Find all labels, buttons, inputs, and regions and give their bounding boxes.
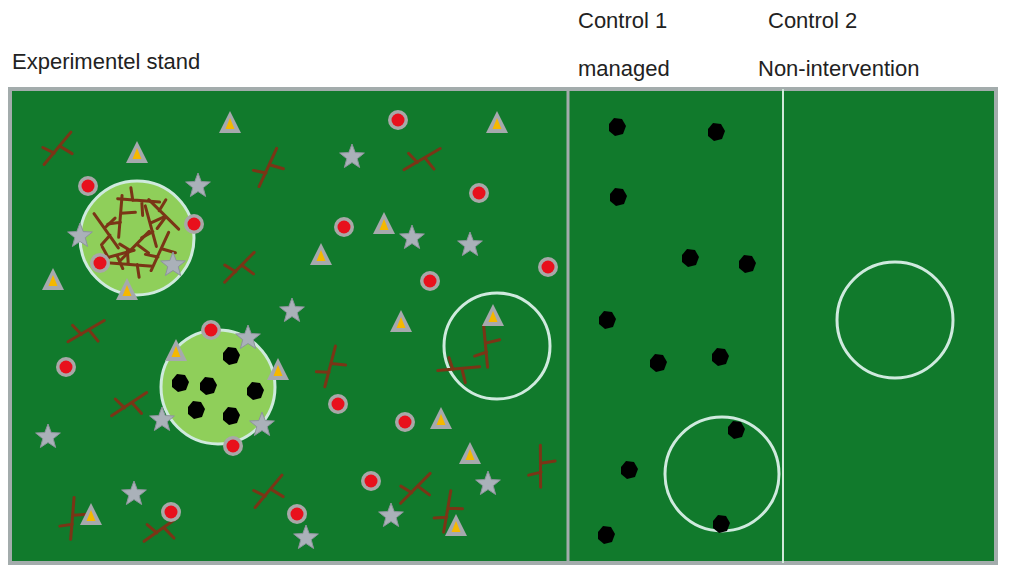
deadwood — [36, 132, 79, 166]
stump — [188, 401, 205, 419]
deadwood — [141, 517, 182, 543]
canopy-gap — [80, 181, 194, 295]
stump — [610, 188, 627, 206]
red-dot — [184, 214, 204, 234]
triangle-marker — [486, 111, 508, 133]
triangle-marker — [445, 514, 467, 536]
star-marker — [122, 481, 147, 505]
red-dot — [538, 257, 558, 277]
star-marker — [340, 144, 365, 168]
deadwood — [109, 393, 149, 418]
stump — [728, 421, 745, 439]
red-dot — [420, 271, 440, 291]
star-marker — [458, 232, 483, 256]
deadwood — [147, 193, 179, 236]
plot-divider — [567, 89, 570, 563]
red-dot — [334, 217, 354, 237]
red-dot — [78, 176, 98, 196]
triangle-marker — [126, 141, 148, 163]
red-dot — [161, 502, 181, 522]
triangle-marker — [267, 358, 289, 380]
red-dot — [388, 110, 408, 130]
red-dot — [56, 357, 76, 377]
stump — [650, 354, 667, 372]
deadwood — [394, 473, 437, 505]
stump — [172, 374, 189, 392]
triangle-marker — [373, 212, 395, 234]
deadwood — [66, 320, 106, 343]
star-marker — [150, 407, 175, 431]
red-dot — [287, 504, 307, 524]
plot-panel: Control 1 managed — [570, 0, 782, 88]
stump — [223, 407, 240, 425]
red-dot — [90, 253, 110, 273]
stump — [682, 249, 699, 267]
sample-circle — [444, 293, 550, 399]
stump — [247, 382, 264, 400]
stump — [223, 347, 240, 365]
deadwood — [110, 246, 153, 282]
triangle-marker — [116, 278, 138, 300]
plot-title: Control 1 — [578, 8, 667, 34]
deadwood — [437, 354, 480, 386]
triangle-marker — [390, 310, 412, 332]
stump — [739, 255, 756, 273]
canopy-gap — [161, 330, 275, 444]
star-marker — [280, 298, 305, 322]
deadwood — [524, 445, 558, 488]
stump — [598, 526, 615, 544]
sample-circle — [665, 417, 779, 531]
star-marker — [476, 471, 501, 495]
stump — [713, 515, 730, 533]
plot-panel: Experimentel stand — [8, 0, 568, 88]
plot-divider — [782, 89, 784, 563]
star-marker — [294, 525, 319, 549]
star-marker — [68, 223, 93, 247]
stump — [609, 118, 626, 136]
triangle-marker — [42, 268, 64, 290]
triangle-marker — [80, 503, 102, 525]
deadwood — [218, 252, 261, 284]
stump — [708, 123, 725, 141]
plot-panel: Control 2Non-intervention — [785, 0, 1007, 88]
stump — [200, 377, 217, 395]
red-dot — [361, 471, 381, 491]
star-marker — [250, 412, 275, 436]
star-marker — [236, 325, 261, 349]
star-marker — [379, 503, 404, 527]
plot-subtitle: managed — [578, 56, 670, 82]
deadwood — [311, 346, 351, 388]
triangle-marker — [482, 304, 504, 326]
triangle-marker — [219, 111, 241, 133]
plot-title: Control 2 — [768, 8, 857, 34]
red-dot — [201, 320, 221, 340]
stump — [621, 461, 638, 479]
star-marker — [400, 225, 425, 249]
star-marker — [186, 173, 211, 197]
star-marker — [161, 252, 186, 276]
red-dot — [328, 394, 348, 414]
stump — [712, 348, 729, 366]
deadwood — [471, 325, 503, 368]
deadwood — [402, 148, 442, 171]
deadwood — [247, 475, 290, 509]
red-dot — [469, 183, 489, 203]
stump — [599, 311, 616, 329]
plot-subtitle: Non-intervention — [758, 56, 919, 82]
deadwood — [117, 183, 160, 219]
triangle-marker — [430, 407, 452, 429]
triangle-marker — [165, 339, 187, 361]
red-dot — [223, 436, 243, 456]
triangle-marker — [310, 243, 332, 265]
star-marker — [36, 424, 61, 448]
sample-circle — [837, 262, 953, 378]
plot-title: Experimentel stand — [12, 49, 200, 75]
red-dot — [395, 412, 415, 432]
forest-ground — [10, 89, 996, 563]
deadwood — [94, 210, 120, 251]
triangle-marker — [459, 442, 481, 464]
deadwood — [248, 148, 290, 188]
